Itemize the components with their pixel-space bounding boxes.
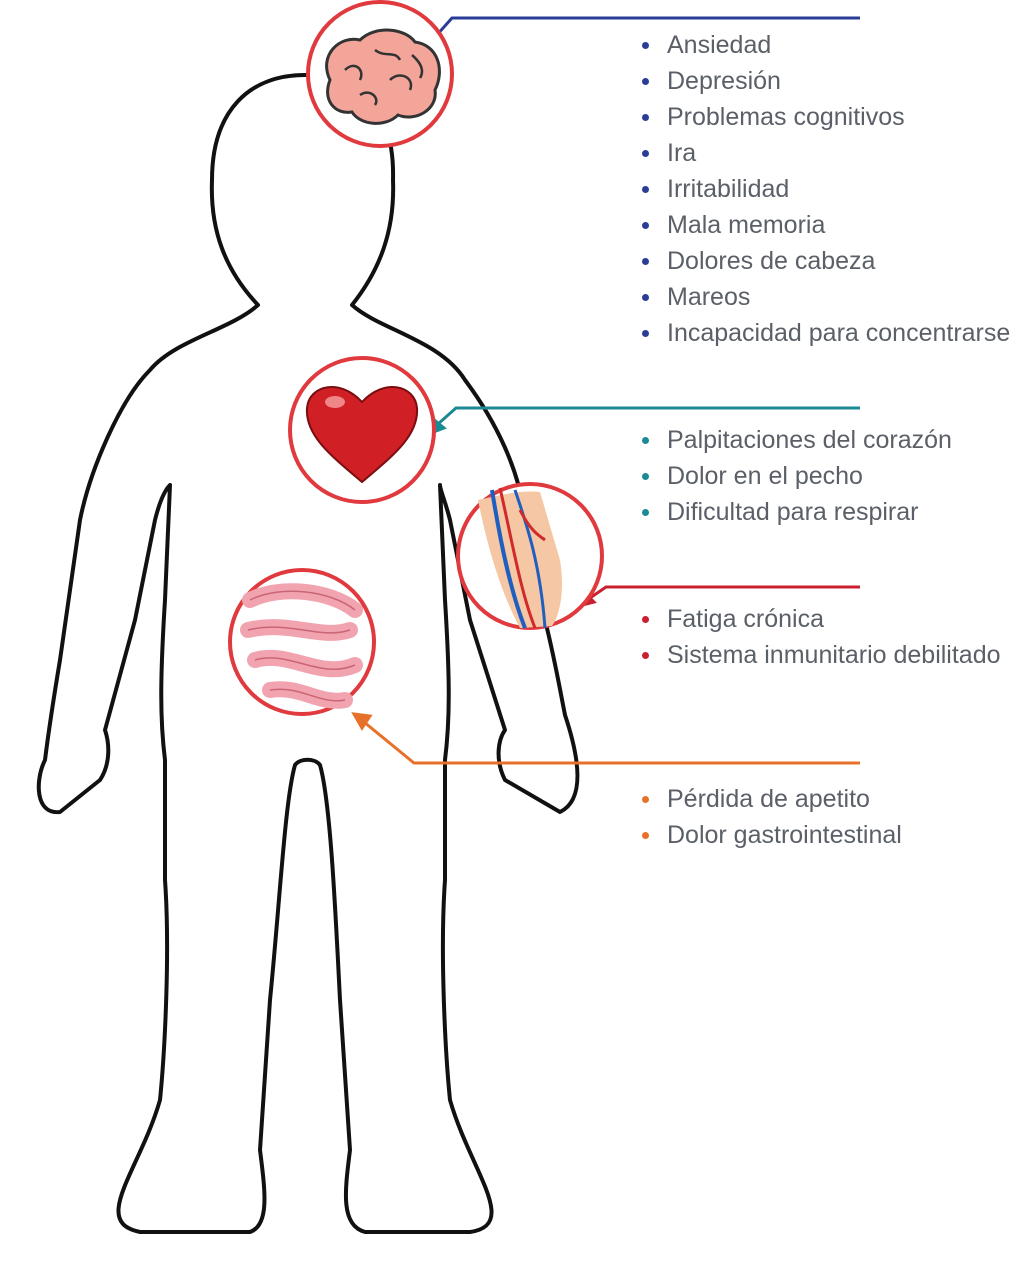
symptom-label: Ansiedad — [667, 31, 772, 59]
list-item: Pérdida de apetito — [638, 781, 902, 817]
list-item: Ansiedad — [638, 27, 1010, 63]
bullet-icon — [642, 222, 649, 229]
symptom-label: Dolor gastrointestinal — [667, 821, 902, 849]
bullet-icon — [642, 832, 649, 839]
list-item: Fatiga crónica — [638, 601, 1001, 637]
symptom-label: Depresión — [667, 67, 781, 95]
list-item: Dolor en el pecho — [638, 458, 952, 494]
symptom-label: Ira — [667, 139, 697, 167]
symptom-label: Irritabilidad — [667, 175, 790, 203]
brain-icon — [306, 0, 454, 148]
bullet-icon — [642, 78, 649, 85]
bullet-icon — [642, 42, 649, 49]
gut-connector — [351, 712, 860, 765]
heart-symptoms-list: Palpitaciones del corazón Dolor en el pe… — [638, 422, 952, 530]
bullet-icon — [642, 258, 649, 265]
bullet-icon — [642, 437, 649, 444]
list-item: Mareos — [638, 279, 1010, 315]
list-item: Problemas cognitivos — [638, 99, 1010, 135]
bullet-icon — [642, 652, 649, 659]
list-item: Sistema inmunitario debilitado — [638, 637, 1001, 673]
blood-vessel-icon — [456, 482, 604, 630]
bullet-icon — [642, 509, 649, 516]
bullet-icon — [642, 473, 649, 480]
intestines-icon — [228, 568, 376, 716]
symptom-label: Mareos — [667, 283, 751, 311]
symptom-label: Palpitaciones del corazón — [667, 426, 952, 454]
bullet-icon — [642, 616, 649, 623]
symptom-label: Fatiga crónica — [667, 605, 825, 633]
symptom-label: Sistema inmunitario debilitado — [667, 641, 1001, 669]
list-item: Depresión — [638, 63, 1010, 99]
list-item: Dificultad para respirar — [638, 494, 952, 530]
symptom-label: Incapacidad para concentrarse — [667, 319, 1011, 347]
bullet-icon — [642, 330, 649, 337]
symptom-label: Dolores de cabeza — [667, 247, 876, 275]
bullet-icon — [642, 294, 649, 301]
list-item: Mala memoria — [638, 207, 1010, 243]
list-item: Incapacidad para concentrarse — [638, 315, 1010, 351]
bullet-icon — [642, 186, 649, 193]
symptom-label: Problemas cognitivos — [667, 103, 905, 131]
heart-icon — [288, 356, 436, 504]
blood-symptoms-list: Fatiga crónica Sistema inmunitario debil… — [638, 601, 1001, 673]
list-item: Ira — [638, 135, 1010, 171]
list-item: Dolor gastrointestinal — [638, 817, 902, 853]
list-item: Palpitaciones del corazón — [638, 422, 952, 458]
symptom-label: Mala memoria — [667, 211, 826, 239]
list-item: Dolores de cabeza — [638, 243, 1010, 279]
bullet-icon — [642, 150, 649, 157]
bullet-icon — [642, 796, 649, 803]
symptom-label: Dificultad para respirar — [667, 498, 919, 526]
bullet-icon — [642, 114, 649, 121]
symptom-label: Pérdida de apetito — [667, 785, 870, 813]
list-item: Irritabilidad — [638, 171, 1010, 207]
brain-symptoms-list: Ansiedad Depresión Problemas cognitivos … — [638, 27, 1010, 351]
gut-symptoms-list: Pérdida de apetito Dolor gastrointestina… — [638, 781, 902, 853]
symptom-label: Dolor en el pecho — [667, 462, 863, 490]
